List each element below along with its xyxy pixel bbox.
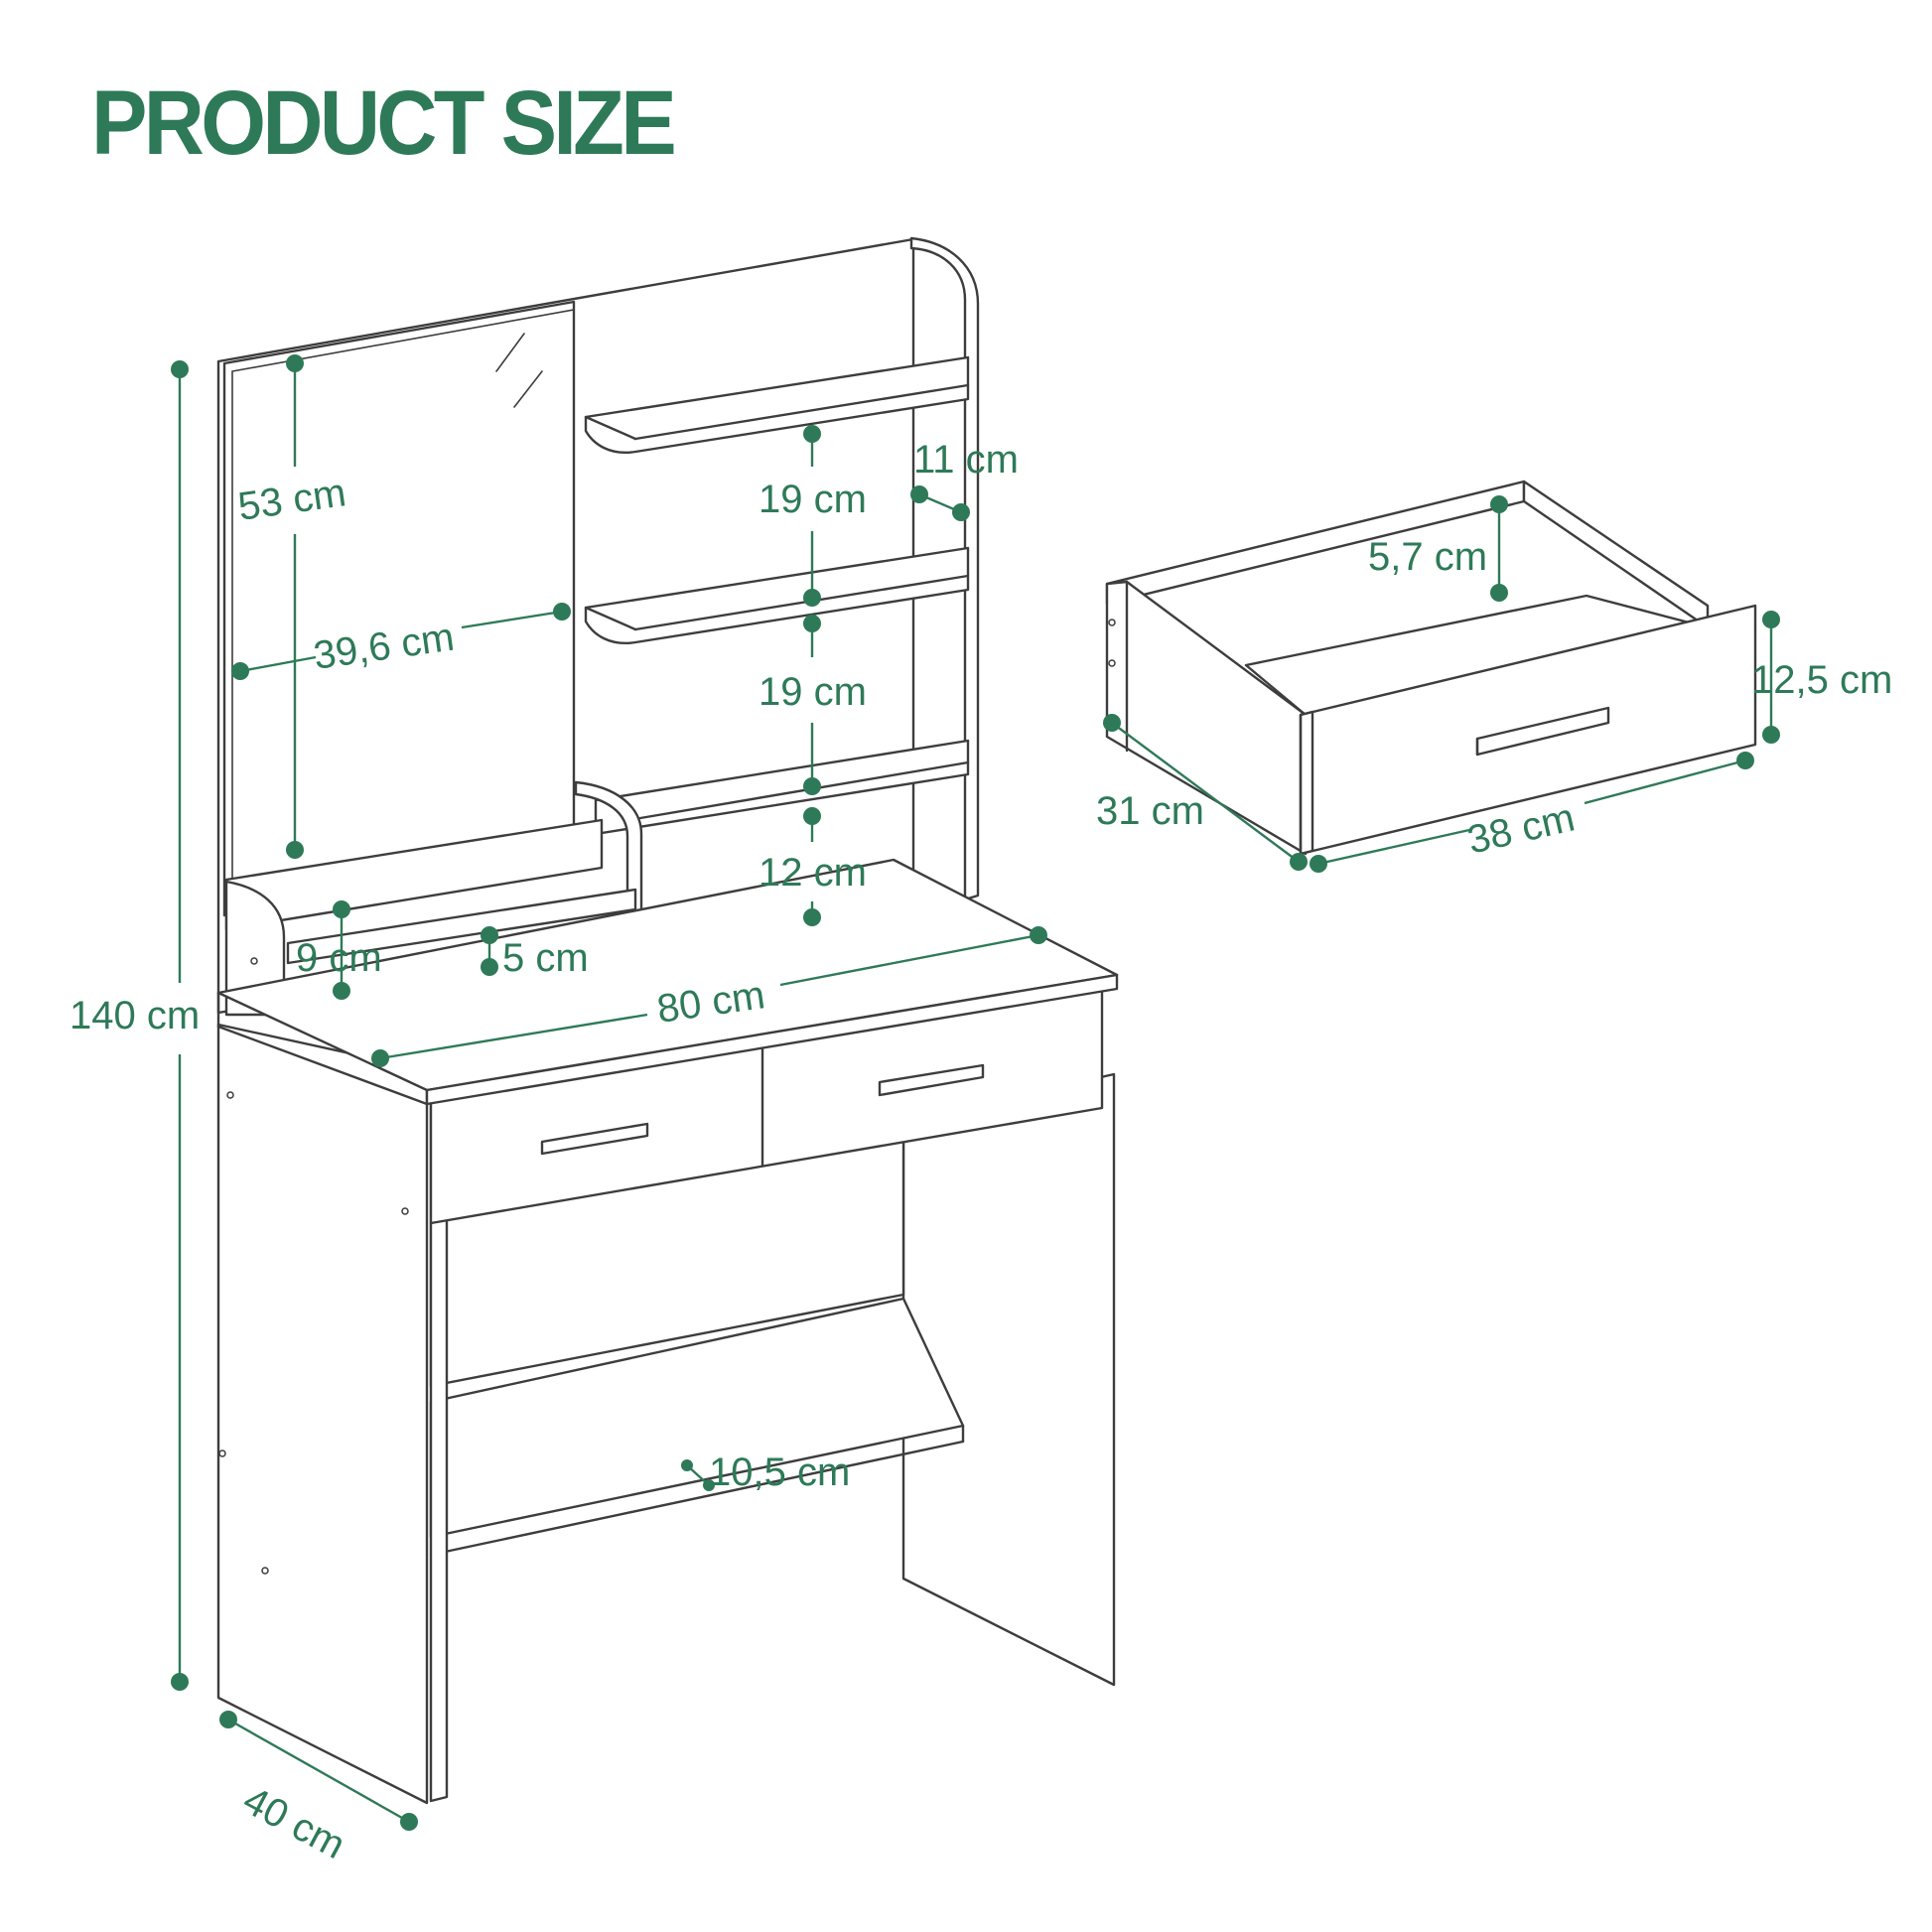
dimension-lines <box>171 354 1780 1831</box>
label-table-depth: 40 cm <box>236 1778 352 1867</box>
page-title: PRODUCT SIZE <box>91 72 677 174</box>
label-front-rail-height: 9 cm <box>296 936 382 980</box>
left-side-panel <box>216 1023 429 1805</box>
shelf-top <box>584 355 970 455</box>
label-shelf-gap-middle: 19 cm <box>759 670 867 714</box>
label-drawer-inner-height: 5,7 cm <box>1368 535 1487 579</box>
front-rail <box>286 888 637 965</box>
label-front-rail-depth: 5 cm <box>502 936 589 980</box>
label-drawer-depth: 31 cm <box>1096 789 1204 833</box>
drawer-drawing <box>1105 480 1757 856</box>
label-foot-shelf-depth: 10,5 cm <box>709 1450 850 1494</box>
mirror <box>222 300 576 917</box>
label-total-height: 140 cm <box>69 994 200 1037</box>
label-drawer-height: 12,5 cm <box>1751 658 1892 702</box>
right-drawer-handle <box>878 1063 985 1097</box>
label-shelf-gap-bottom: 12 cm <box>759 851 867 895</box>
label-shelf-gap-top: 19 cm <box>759 478 867 521</box>
mirror-glare <box>495 333 525 372</box>
dressing-table-drawing <box>216 236 1119 1805</box>
tabletop-edge <box>425 973 1119 1106</box>
label-shelf-depth: 11 cm <box>913 438 1019 482</box>
hutch-right-side <box>909 236 980 901</box>
shelf-middle <box>584 546 970 645</box>
left-end-cap <box>224 880 286 1017</box>
left-drawer-handle <box>540 1122 649 1156</box>
